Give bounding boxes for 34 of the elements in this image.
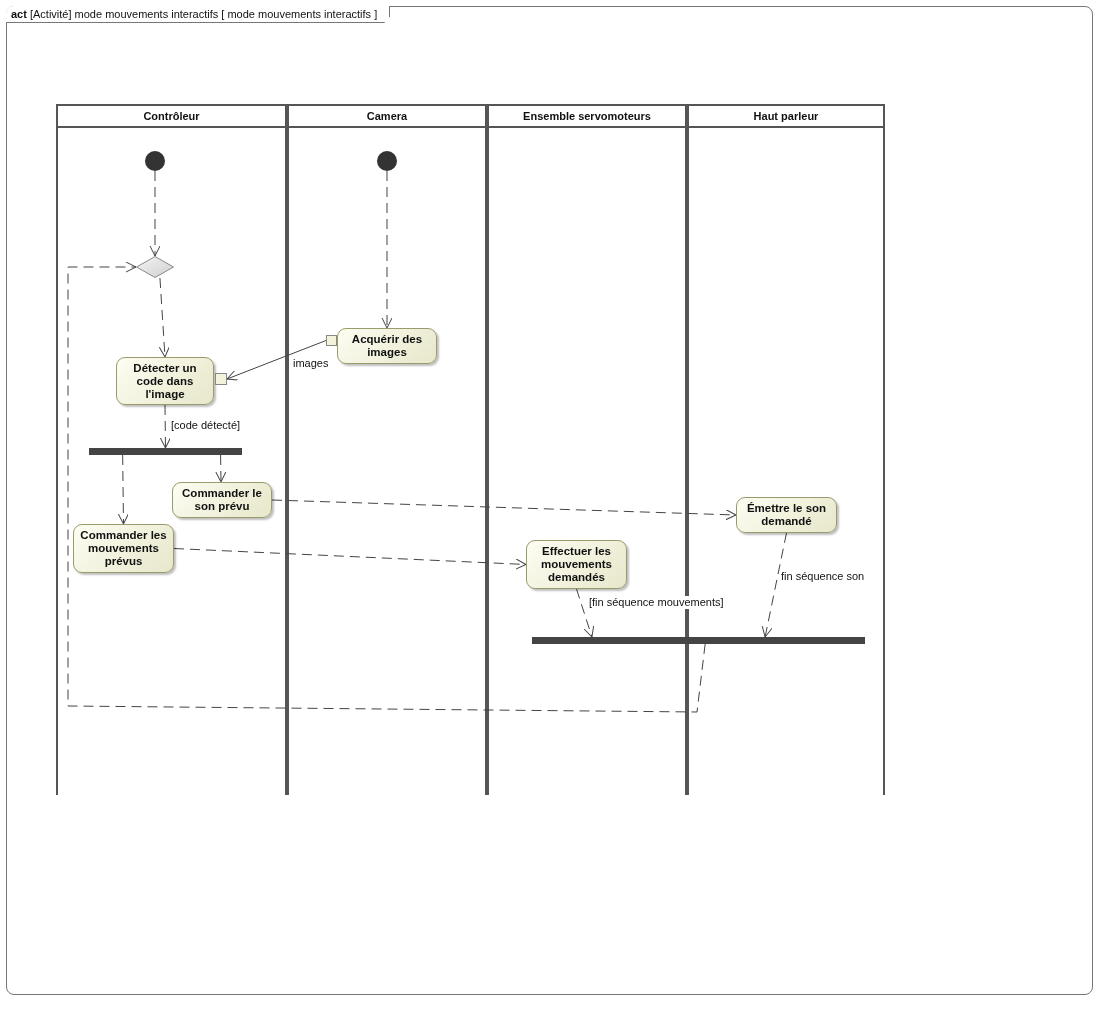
swimlane	[287, 104, 487, 795]
pin	[215, 373, 227, 385]
control-flow-arrow	[149, 170, 161, 257]
swimlane	[56, 104, 287, 795]
control-flow-arrow	[381, 170, 393, 329]
decision-diamond	[136, 256, 174, 278]
control-flow-arrow	[173, 548, 527, 570]
control-flow-arrow	[117, 454, 129, 525]
control-flow-arrow	[271, 499, 737, 521]
action-box: Commander les mouvements prévus	[73, 524, 174, 573]
object-flow-arrow	[226, 340, 327, 381]
action-box: Détecter un code dans l'image	[116, 357, 214, 405]
lane-title: Haut parleur	[753, 110, 819, 122]
control-flow-arrow	[158, 277, 170, 358]
action-box: Acquérir des images	[337, 328, 437, 364]
control-flow-arrow	[576, 588, 595, 638]
action-box: Commander le son prévu	[172, 482, 272, 518]
pin	[326, 335, 337, 346]
frame-title: act [Activité] mode mouvements interactifs [ mode mouvements interactifs ]	[6, 6, 391, 23]
action-box: Émettre le son demandé	[736, 497, 837, 533]
edge-label: [code détecté]	[170, 419, 242, 432]
control-flow-arrow	[67, 261, 706, 713]
lane-title: Contrôleur	[143, 110, 200, 122]
edge-label: [fin séquence mouvements]	[588, 596, 725, 609]
edge-label: images	[292, 357, 330, 370]
edge-label: fin séquence son	[780, 570, 866, 583]
control-flow-arrow	[159, 404, 171, 449]
lane-title: Ensemble servomoteurs	[523, 110, 651, 122]
control-flow-arrow	[215, 454, 227, 483]
control-flow-arrow	[761, 532, 787, 638]
lane-title: Camera	[366, 110, 408, 122]
synchronization-bar	[89, 448, 242, 455]
action-box: Effectuer les mouvements demandés	[526, 540, 627, 589]
synchronization-bar	[532, 637, 865, 644]
